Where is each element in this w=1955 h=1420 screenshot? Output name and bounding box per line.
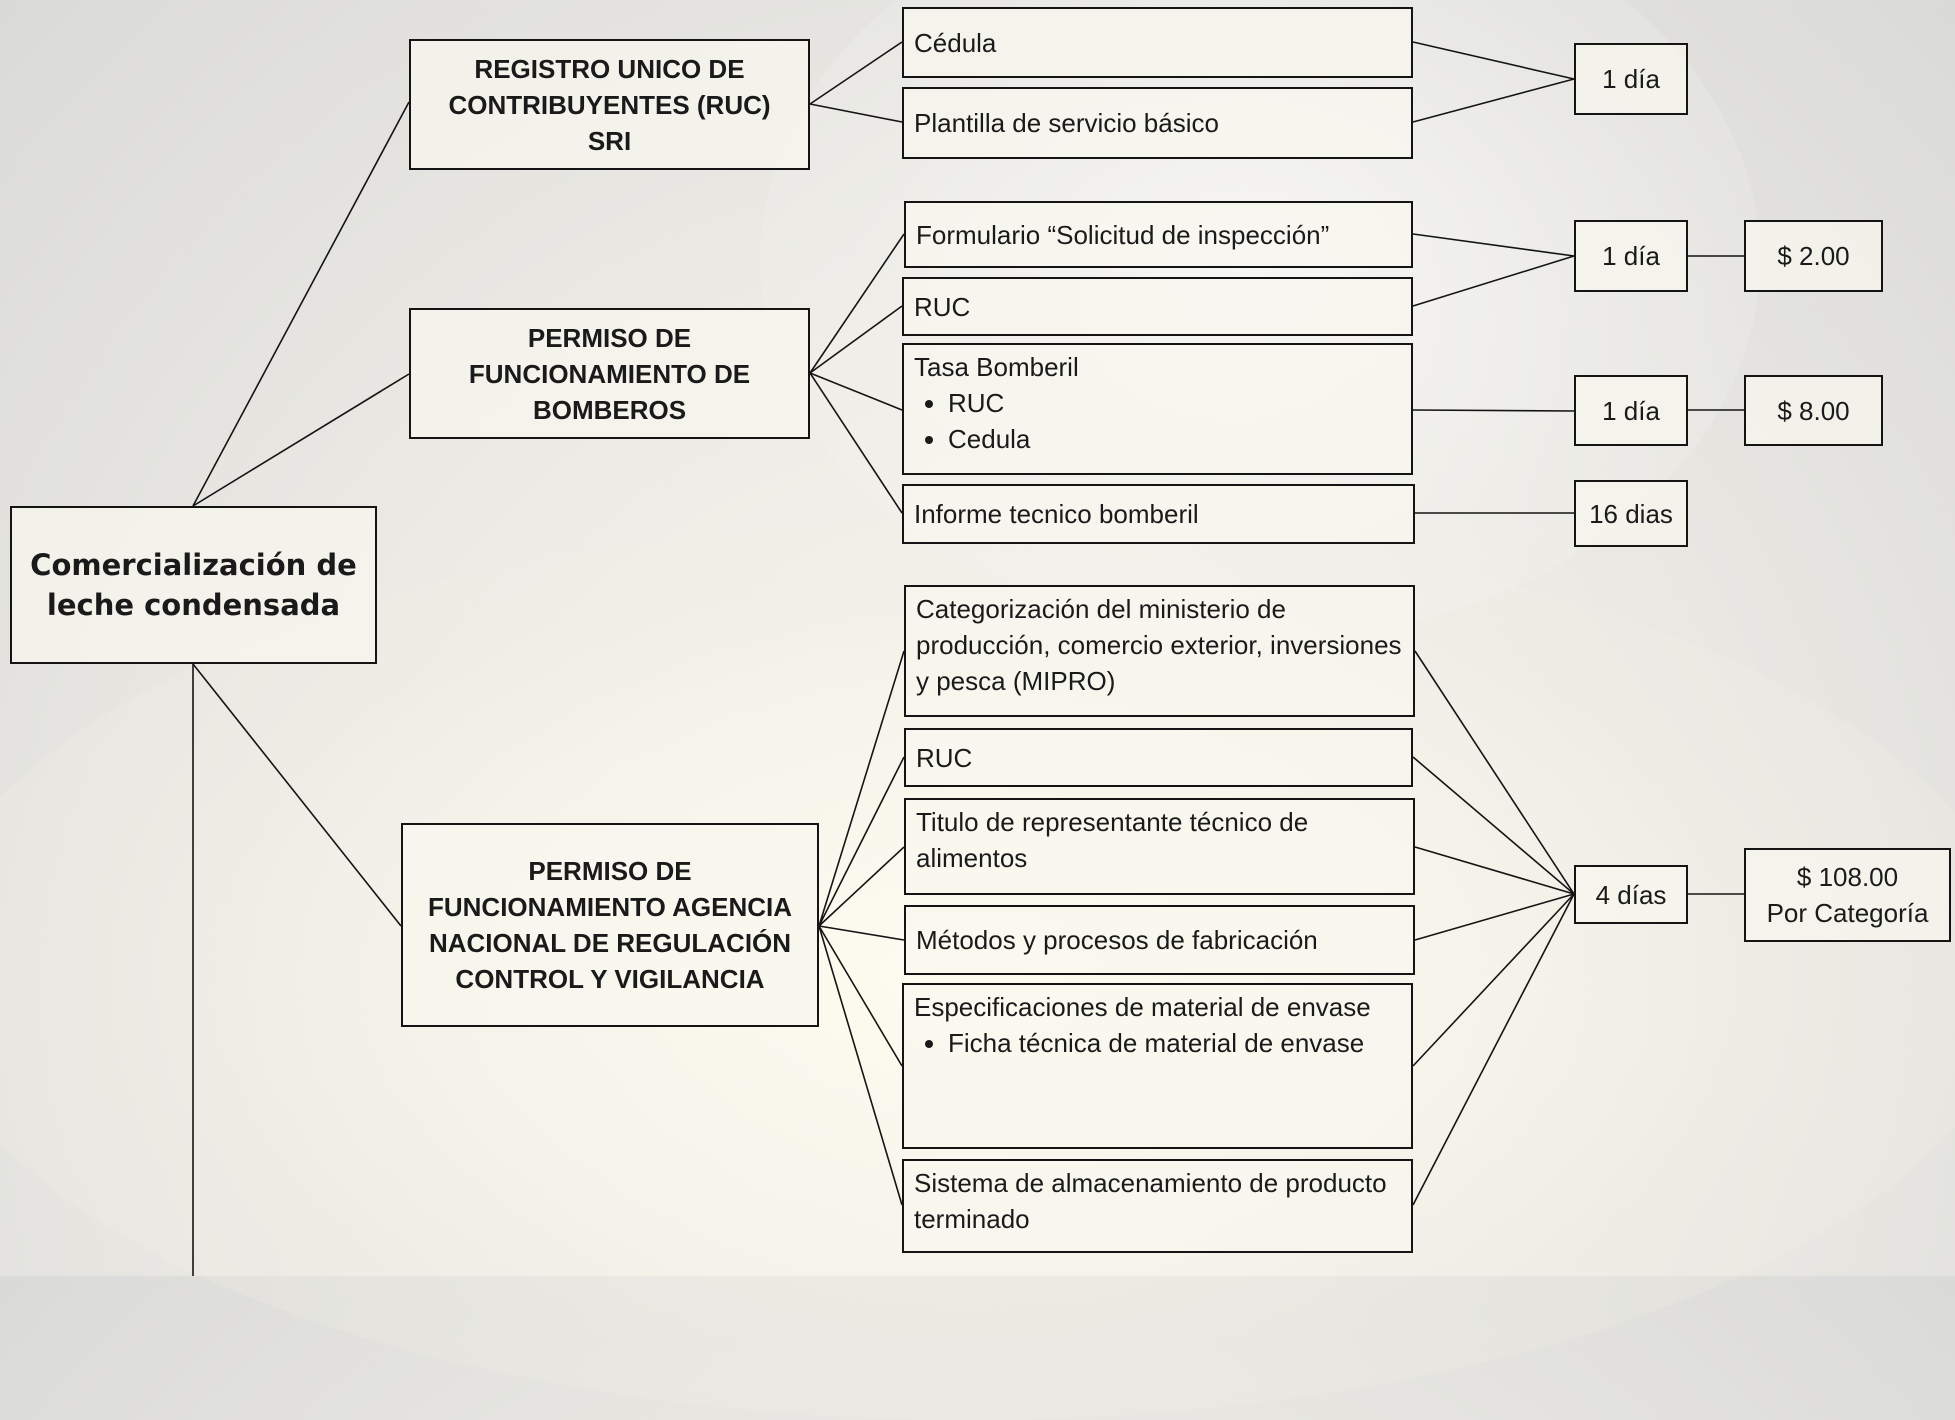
requirement-sublist: Ficha técnica de material de envase [914, 1025, 1401, 1061]
requirement-label: Plantilla de servicio básico [914, 108, 1219, 138]
requirement-bullet: Ficha técnica de material de envase [948, 1025, 1401, 1061]
requirement-titulo-representante: Titulo de representante técnico de alime… [904, 798, 1415, 895]
requirement-ruc-bomberos: RUC [902, 277, 1413, 336]
requirement-cedula: Cédula [902, 7, 1413, 78]
requirement-metodos-procesos: Métodos y procesos de fabricación [904, 905, 1415, 975]
duration-label: 1 día [1602, 64, 1660, 94]
root-node: Comercialización de leche condensada [10, 506, 377, 664]
cost-formulario: $ 2.00 [1744, 220, 1883, 292]
requirement-label: Informe tecnico bomberil [914, 499, 1199, 529]
cost-label: $ 108.00 [1796, 862, 1899, 892]
connector-lines [192, 41, 1744, 1276]
permit-bomberos: PERMISO DE FUNCIONAMIENTO DE BOMBEROS [409, 308, 810, 439]
requirement-plantilla-servicio: Plantilla de servicio básico [902, 87, 1413, 159]
permit-ruc: REGISTRO UNICO DE CONTRIBUYENTES (RUC) S… [409, 39, 810, 170]
duration-ruc: 1 día [1574, 43, 1688, 115]
root-label: Comercialización de leche condensada [30, 548, 357, 622]
requirement-categorizacion-mipro: Categorización del ministerio de producc… [904, 585, 1415, 717]
permit-arcsa: PERMISO DE FUNCIONAMIENTO AGENCIA NACION… [401, 823, 819, 1027]
requirement-label: Categorización del ministerio de producc… [916, 594, 1402, 696]
cost-label: $ 8.00 [1777, 395, 1850, 426]
requirement-formulario-inspeccion: Formulario “Solicitud de inspección” [904, 201, 1413, 268]
cost-label: $ 2.00 [1777, 241, 1850, 271]
requirement-label: Titulo de representante técnico de alime… [916, 807, 1309, 873]
requirement-label: Formulario “Solicitud de inspección” [916, 219, 1330, 250]
permit-bomberos-title: PERMISO DE FUNCIONAMIENTO DE BOMBEROS [468, 322, 751, 425]
requirement-especificaciones-envase: Especificaciones de material de envase F… [902, 983, 1413, 1149]
requirement-label: Cédula [914, 27, 997, 58]
requirement-label: Métodos y procesos de fabricación [916, 925, 1318, 955]
permit-arcsa-title: PERMISO DE FUNCIONAMIENTO AGENCIA NACION… [428, 856, 792, 994]
duration-label: 16 dias [1589, 498, 1673, 529]
requirement-almacenamiento: Sistema de almacenamiento de producto te… [902, 1159, 1413, 1253]
duration-arcsa: 4 días [1574, 865, 1688, 924]
requirement-label: RUC [914, 291, 971, 322]
requirement-label: Especificaciones de material de envase [914, 992, 1371, 1022]
requirement-informe-tecnico: Informe tecnico bomberil [902, 484, 1415, 544]
requirement-label: Tasa Bomberil [914, 352, 1079, 382]
duration-label: 1 día [1602, 395, 1660, 426]
cost-arcsa: $ 108.00 Por Categoría [1744, 848, 1951, 942]
requirement-label: Sistema de almacenamiento de producto te… [914, 1168, 1387, 1234]
requirement-ruc-arcsa: RUC [904, 728, 1413, 787]
duration-label: 1 día [1602, 241, 1660, 271]
requirement-label: RUC [916, 742, 973, 773]
duration-label: 4 días [1595, 879, 1667, 910]
duration-tasa: 1 día [1574, 375, 1688, 446]
cost-note: Por Categoría [1766, 898, 1929, 928]
duration-formulario: 1 día [1574, 220, 1688, 292]
duration-informe: 16 dias [1574, 480, 1688, 547]
cost-tasa: $ 8.00 [1744, 375, 1883, 446]
requirement-bullet: Cedula [948, 421, 1401, 457]
permit-ruc-title: REGISTRO UNICO DE CONTRIBUYENTES (RUC) S… [448, 53, 771, 156]
requirement-bullet: RUC [948, 385, 1401, 421]
requirement-tasa-bomberil: Tasa Bomberil RUC Cedula [902, 343, 1413, 475]
requirement-sublist: RUC Cedula [914, 385, 1401, 457]
